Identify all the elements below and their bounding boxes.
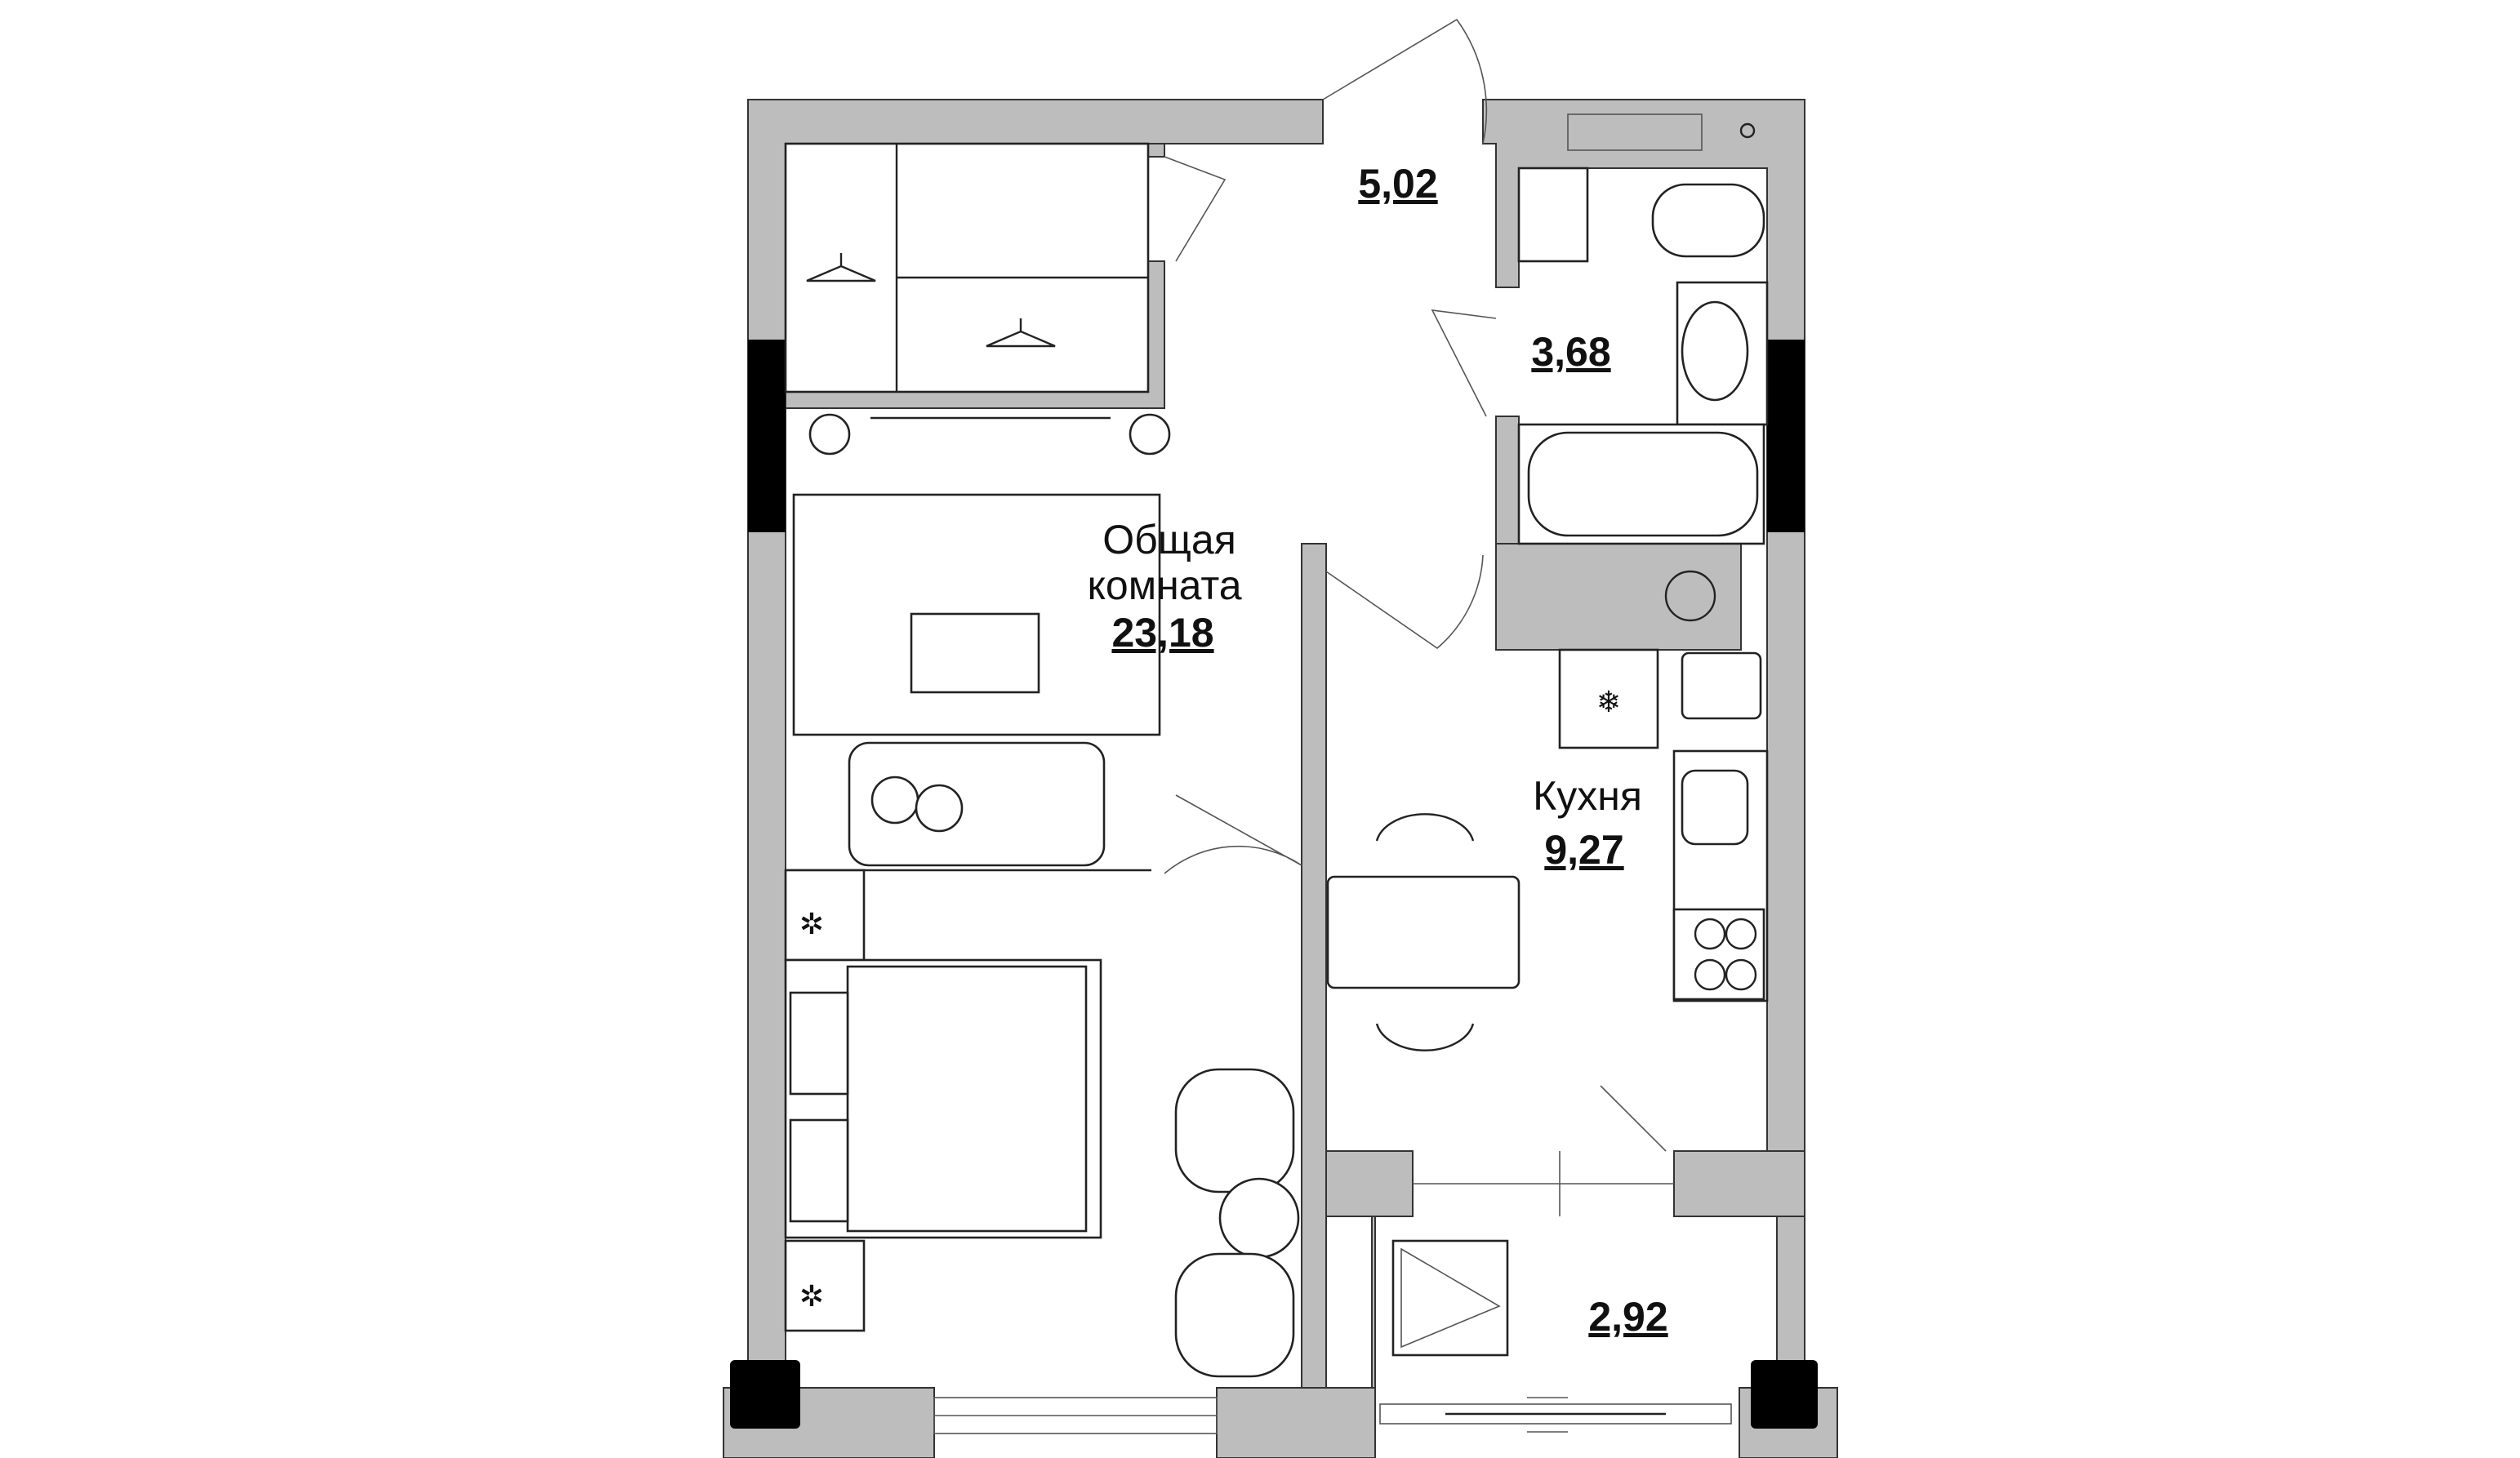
armchair	[1174, 1252, 1295, 1378]
kitchen-sink	[1681, 769, 1749, 846]
living-name-2: комната	[1087, 562, 1241, 608]
kitchen-fixtures: ❄	[1326, 648, 1769, 1216]
kitchen-name: Кухня	[1533, 773, 1642, 819]
plant-icon	[808, 413, 851, 456]
doors[interactable]	[1164, 18, 1497, 874]
bathroom-fixtures	[1517, 113, 1769, 622]
windows[interactable]	[933, 1397, 1732, 1434]
kitchen-area: 9,27	[1544, 827, 1623, 873]
hanger-icon	[806, 253, 876, 282]
svg-text:✲: ✲	[799, 1279, 824, 1313]
svg-text:✲: ✲	[799, 907, 824, 940]
svg-text:❄: ❄	[1596, 685, 1621, 718]
columns	[730, 340, 1818, 1429]
hall-area: 5,02	[1358, 161, 1437, 207]
hanger-icon	[986, 318, 1056, 348]
coffee-table	[910, 612, 1040, 694]
washing-machine	[1517, 167, 1589, 263]
fridge	[1558, 648, 1659, 749]
living-furniture: ✲ ✲	[784, 413, 1300, 1378]
toilet	[1651, 183, 1765, 258]
bathroom-area: 3,68	[1531, 329, 1610, 375]
dining-table	[1326, 875, 1520, 989]
balcony-area: 2,92	[1588, 1294, 1667, 1340]
stove	[1672, 908, 1765, 1001]
sofa	[848, 741, 1106, 867]
side-table	[1218, 1177, 1300, 1259]
plant-icon	[1129, 413, 1171, 456]
wardrobe	[784, 142, 1150, 393]
balcony-fixtures	[1391, 1239, 1509, 1357]
living-name-1: Общая	[1102, 517, 1236, 562]
armchair	[1174, 1068, 1295, 1194]
living-area: 23,18	[1111, 610, 1213, 656]
